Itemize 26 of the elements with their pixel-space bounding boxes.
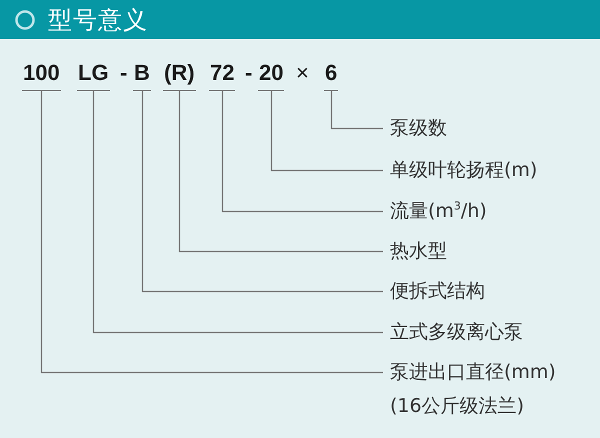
leader-line — [330, 91, 383, 130]
meaning-text: 泵级数 — [390, 116, 447, 141]
multiply-sign: × — [296, 60, 309, 86]
leader-line — [222, 91, 383, 212]
title: 型号意义 — [48, 4, 148, 36]
code-segment: 72 — [209, 60, 236, 91]
meaning-text: 泵进出口直径(mm) — [390, 360, 556, 385]
meaning-note: (16公斤级法兰) — [390, 394, 526, 419]
meaning-text: 便拆式结构 — [390, 279, 485, 304]
separator-dash: - — [120, 60, 128, 86]
meaning-text: 单级叶轮扬程(m) — [390, 158, 538, 183]
code-segment: 100 — [22, 60, 61, 91]
code-segment: (R) — [163, 60, 196, 91]
meaning-text: 立式多级离心泵 — [390, 320, 523, 345]
meaning-text: 流量(m$^{3}$/h) — [390, 198, 487, 224]
code-segment: LG — [77, 60, 110, 91]
leader-line — [92, 91, 383, 334]
leader-line — [40, 91, 383, 374]
separator-dash: - — [245, 60, 252, 86]
code-segment: B — [133, 60, 151, 91]
code-segment: 6 — [324, 60, 338, 91]
leader-line — [142, 91, 383, 292]
meaning-text: 热水型 — [390, 239, 447, 264]
leader-line — [270, 91, 383, 172]
leader-line — [178, 91, 383, 252]
code-segment: 20 — [258, 60, 284, 91]
